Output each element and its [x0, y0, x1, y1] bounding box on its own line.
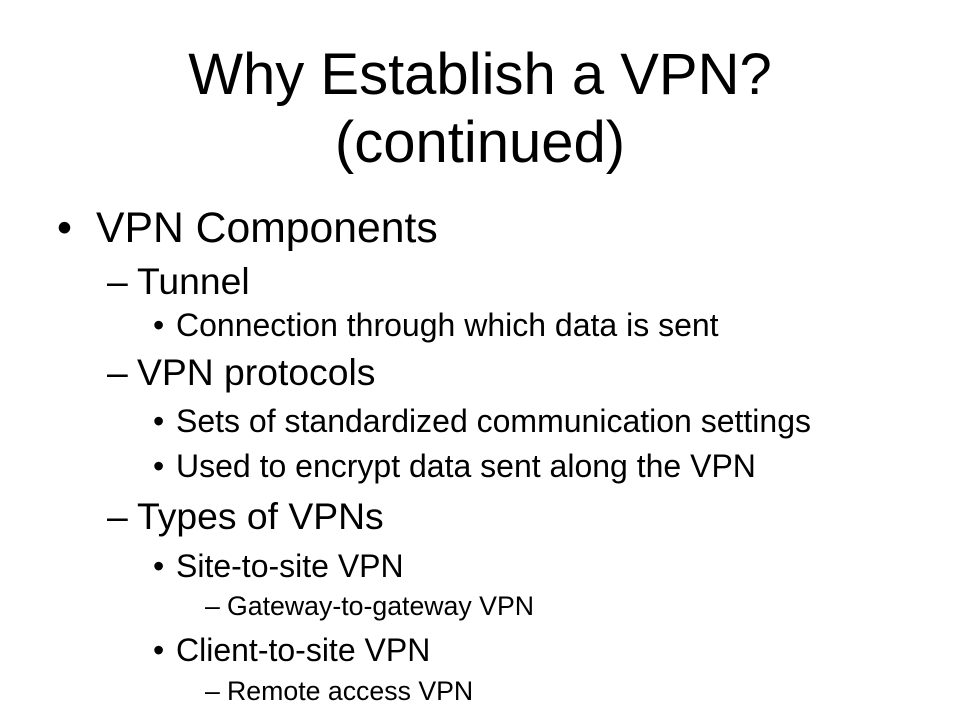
slide-title-line-2: (continued): [334, 110, 626, 175]
bullet-marker: •: [153, 548, 165, 584]
sub-detail-text: Gateway-to-gateway VPN: [227, 591, 535, 621]
subitem-text: Types of VPNs: [137, 495, 384, 537]
bullet-text: VPN Components: [96, 204, 438, 252]
detail-text: Client-to-site VPN: [176, 632, 431, 668]
dash-marker: –: [107, 260, 128, 302]
detail-text: Connection through which data is sent: [176, 307, 719, 343]
subitem-vpn-protocols: – VPN protocols: [0, 351, 960, 393]
dash-marker: –: [107, 495, 128, 537]
sub-detail-remote-access: – Remote access VPN: [0, 678, 960, 705]
dash-marker: –: [205, 591, 220, 621]
detail-text: Site-to-site VPN: [176, 548, 404, 584]
detail-text: Used to encrypt data sent along the VPN: [176, 448, 756, 484]
dash-marker: –: [107, 351, 128, 393]
dash-marker: –: [205, 676, 220, 706]
subitem-text: Tunnel: [137, 260, 250, 302]
detail-item-client-to-site: • Client-to-site VPN: [0, 634, 960, 666]
subitem-text: VPN protocols: [137, 351, 376, 393]
detail-item-site-to-site: • Site-to-site VPN: [0, 550, 960, 582]
bullet-item-vpn-components: • VPN Components: [0, 207, 960, 250]
detail-item-encrypt-data: • Used to encrypt data sent along the VP…: [0, 450, 960, 482]
slide-title-line-1: Why Establish a VPN?: [188, 42, 772, 107]
bullet-marker: •: [153, 448, 165, 484]
subitem-tunnel: – Tunnel: [0, 260, 960, 302]
sub-detail-gateway-to-gateway: – Gateway-to-gateway VPN: [0, 593, 960, 620]
bullet-marker: •: [153, 403, 165, 439]
detail-item-standardized-settings: • Sets of standardized communication set…: [0, 405, 960, 437]
bullet-marker: •: [153, 632, 165, 668]
detail-text: Sets of standardized communication setti…: [176, 403, 811, 439]
subitem-types-of-vpns: – Types of VPNs: [0, 495, 960, 537]
bullet-marker: •: [153, 307, 165, 343]
sub-detail-text: Remote access VPN: [227, 676, 474, 706]
bullet-marker: •: [57, 204, 72, 252]
detail-item-connection: • Connection through which data is sent: [0, 309, 960, 341]
